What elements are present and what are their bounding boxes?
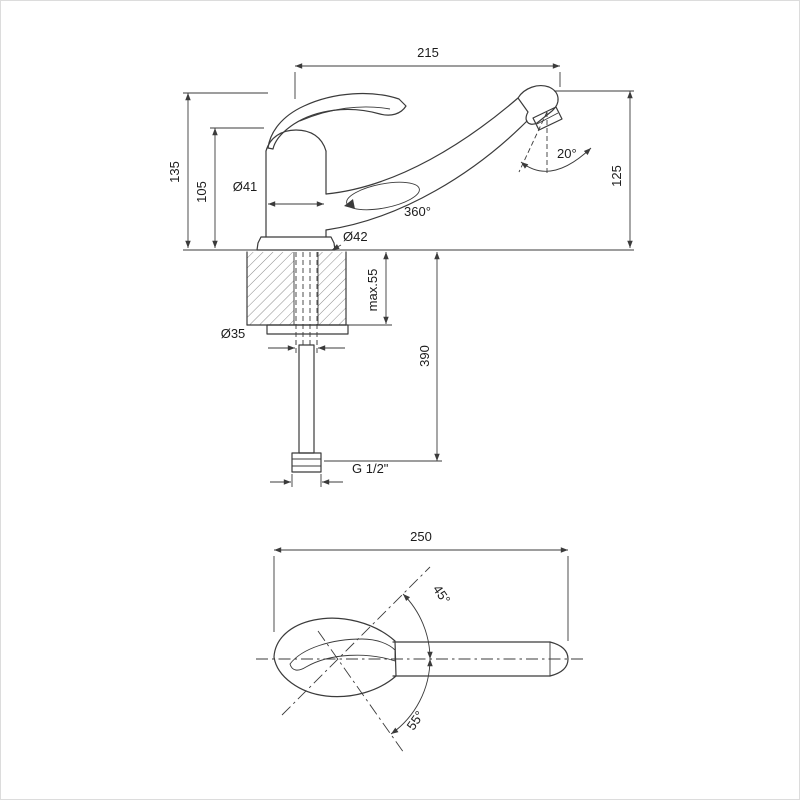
aerator-inner-line: [536, 112, 559, 125]
aerator-outlet: [532, 106, 563, 131]
swing-line-45: [281, 566, 431, 716]
swing-line-55: [317, 630, 405, 754]
handle-body-top: [273, 617, 397, 698]
faucet-side-view: 215 135 105 Ø41 360° Ø42: [167, 45, 634, 487]
dim-base-diameter-label: Ø42: [343, 229, 368, 244]
dim-thread: G 1/2": [270, 461, 389, 487]
dim-body-diameter: Ø41: [233, 179, 324, 207]
handle-lever-inner-line: [299, 106, 391, 122]
swing-arc-lower: [390, 658, 433, 735]
spout-end-cap: [549, 641, 569, 677]
spout-upper-edge: [325, 97, 519, 195]
faucet-body-outline: [256, 85, 563, 251]
counter-hatch-right: [318, 252, 346, 325]
mounting-plate: [266, 324, 349, 335]
aerator-angle-label: 20°: [557, 146, 577, 161]
dim-height-body: 105: [194, 127, 264, 248]
handle-lever: [267, 92, 407, 150]
spout-lower-edge: [325, 120, 528, 231]
spout-tip-cap: [517, 85, 559, 125]
dim-height-body-label: 105: [194, 181, 209, 203]
dim-height-total-label: 135: [167, 161, 182, 183]
swivel-label: 360°: [404, 204, 431, 219]
dim-height-total: 135: [167, 92, 268, 248]
dim-spout-height-label: 125: [609, 165, 624, 187]
dim-base-diameter: Ø42: [331, 229, 368, 251]
dim-hole-diameter: Ø35: [221, 326, 345, 354]
mounting-hardware: [266, 252, 349, 345]
hose-connector-nut: [291, 452, 322, 473]
dim-spout-height: 125: [554, 90, 634, 248]
dim-total-length: 250: [273, 529, 569, 641]
swivel-arrowhead: [344, 199, 355, 209]
dim-reach-label: 215: [417, 45, 439, 60]
handle-lever-top: [289, 638, 396, 671]
dim-deck-thickness: max.55: [346, 252, 392, 326]
faucet-topview-outline: [273, 617, 569, 698]
swivel-indicator: 360°: [344, 181, 431, 219]
counter-hatch-left: [247, 252, 294, 325]
dim-hole-diameter-label: Ø35: [221, 326, 246, 341]
aerator-angle-indicator: 20°: [518, 111, 592, 176]
dim-thread-label: G 1/2": [352, 461, 389, 476]
body-dome: [265, 129, 327, 152]
dim-hose-length: 390: [324, 252, 442, 462]
dim-deck-thickness-label: max.55: [365, 269, 380, 312]
dim-body-diameter-label: Ø41: [233, 179, 258, 194]
flexible-hose: [291, 344, 322, 473]
dim-reach: 215: [294, 45, 561, 99]
dim-hose-length-label: 390: [417, 345, 432, 367]
dim-total-length-label: 250: [410, 529, 432, 544]
swing-arc-upper: [402, 593, 433, 660]
countertop-section: [183, 249, 634, 326]
